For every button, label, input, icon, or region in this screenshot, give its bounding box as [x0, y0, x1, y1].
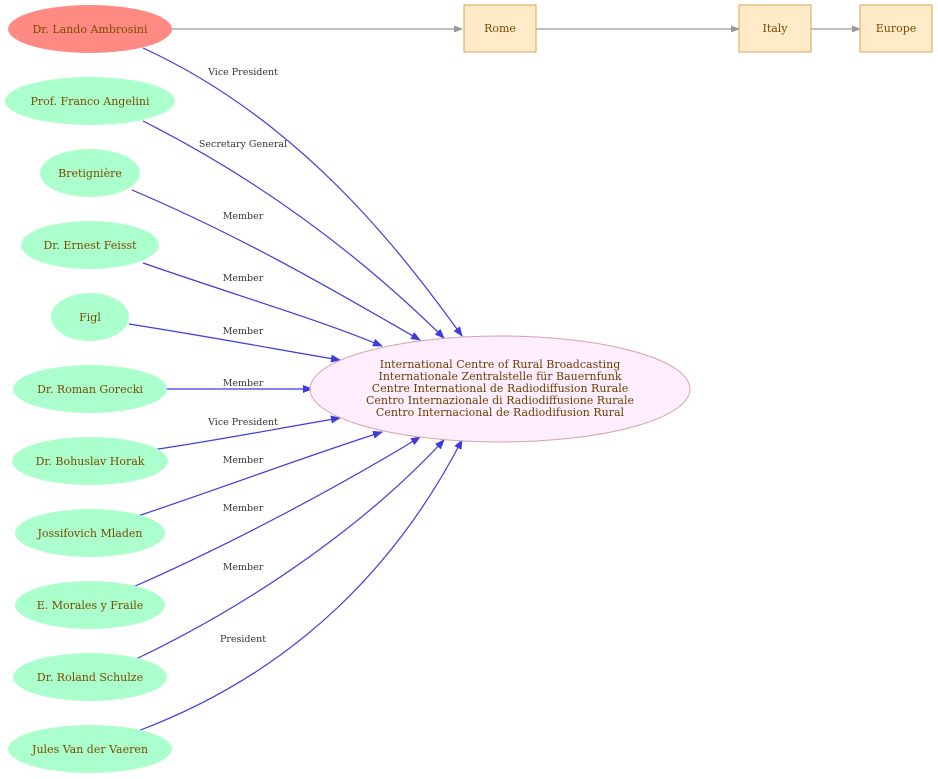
person-name: Jossifovich Mladen: [37, 527, 143, 540]
person-node-shape[interactable]: [5, 77, 175, 125]
person-node[interactable]: E. Morales y Fraile: [15, 581, 165, 629]
person-node-shape[interactable]: [15, 581, 165, 629]
person-name: Dr. Roland Schulze: [37, 671, 143, 684]
person-node[interactable]: Dr. Roman Gorecki: [13, 365, 167, 413]
edge-mladen: [137, 430, 383, 517]
place-node-europe[interactable]: Europe: [859, 4, 933, 53]
person-name: Bretignière: [58, 167, 122, 180]
place-name: Italy: [762, 22, 788, 35]
edge-feisst: [142, 262, 383, 347]
edge-label-6: Vice President: [207, 417, 278, 428]
person-node[interactable]: Figl: [51, 293, 129, 341]
person-name: Dr. Lando Ambrosini: [32, 23, 148, 36]
place-node-shape[interactable]: [859, 4, 933, 53]
place-node-shape[interactable]: [463, 4, 537, 53]
person-node-shape[interactable]: [8, 725, 172, 773]
person-node-shape[interactable]: [13, 653, 167, 701]
edge-bretigniere: [131, 189, 421, 341]
edge-angelini: [142, 120, 445, 339]
edge-label-4: Member: [223, 326, 264, 337]
person-node[interactable]: Jossifovich Mladen: [15, 509, 165, 557]
edge-van-der-vaeren: [137, 439, 463, 732]
edge-label-0: Vice President: [207, 67, 278, 78]
edge-label-1: Secretary General: [199, 139, 287, 150]
edge-label-8: Member: [223, 503, 264, 514]
person-name: Dr. Roman Gorecki: [37, 383, 143, 396]
place-node-rome[interactable]: Rome: [463, 4, 537, 53]
edge-label-5: Member: [223, 378, 264, 389]
edge-schulze: [133, 439, 445, 661]
organization-node-shape[interactable]: [309, 335, 691, 443]
person-node[interactable]: Dr. Roland Schulze: [13, 653, 167, 701]
person-node-shape[interactable]: [51, 293, 129, 341]
edge-label-7: Member: [223, 455, 264, 466]
person-name: Prof. Franco Angelini: [31, 95, 150, 108]
person-node[interactable]: Prof. Franco Angelini: [5, 77, 175, 125]
organization-name-de: Internationale Zentralstelle für Bauernf…: [379, 370, 622, 383]
edge-morales: [132, 436, 421, 588]
edge-figl: [128, 323, 341, 363]
place-node-shape[interactable]: [738, 4, 812, 53]
person-node[interactable]: Dr. Ernest Feisst: [21, 221, 159, 269]
person-node-shape[interactable]: [21, 221, 159, 269]
person-node[interactable]: Jules Van der Vaeren: [8, 725, 172, 773]
person-name: Jules Van der Vaeren: [31, 743, 148, 756]
person-node[interactable]: Dr. Bohuslav Horak: [12, 437, 168, 485]
person-node[interactable]: Dr. Lando Ambrosini: [8, 5, 172, 53]
person-node-shape[interactable]: [15, 509, 165, 557]
person-node-shape[interactable]: [40, 149, 140, 197]
person-name: Dr. Ernest Feisst: [43, 239, 137, 252]
edge-labels: Vice President Secretary General Member …: [199, 67, 287, 645]
edge-label-2: Member: [223, 211, 264, 222]
edge-horak: [151, 415, 341, 451]
person-name: Figl: [79, 311, 101, 324]
person-node-shape[interactable]: [13, 365, 167, 413]
edge-label-9: Member: [223, 562, 264, 573]
edge-label-3: Member: [223, 273, 264, 284]
organization-node[interactable]: International Centre of Rural Broadcasti…: [309, 335, 691, 443]
organization-name-es: Centro Internacional de Radiodifusion Ru…: [376, 406, 625, 419]
person-name: Dr. Bohuslav Horak: [36, 455, 145, 468]
edge-ambrosini: [142, 47, 463, 337]
membership-edges: [128, 47, 463, 732]
edge-label-10: President: [220, 634, 266, 645]
place-node-italy[interactable]: Italy: [738, 4, 812, 53]
person-node-shape[interactable]: [12, 437, 168, 485]
person-name: E. Morales y Fraile: [37, 599, 144, 612]
person-node-shape[interactable]: [8, 5, 172, 53]
place-name: Europe: [876, 22, 917, 35]
organization-name-fr: Centre International de Radiodiffusion R…: [372, 382, 629, 395]
place-nodes: Rome Italy Europe: [463, 4, 933, 53]
person-nodes: Dr. Lando Ambrosini Prof. Franco Angelin…: [5, 5, 175, 773]
place-name: Rome: [484, 22, 516, 35]
organization-name-it: Centro Internazionale di Radiodiffusione…: [366, 394, 634, 407]
organization-name-en: International Centre of Rural Broadcasti…: [380, 358, 621, 371]
person-node[interactable]: Bretignière: [40, 149, 140, 197]
